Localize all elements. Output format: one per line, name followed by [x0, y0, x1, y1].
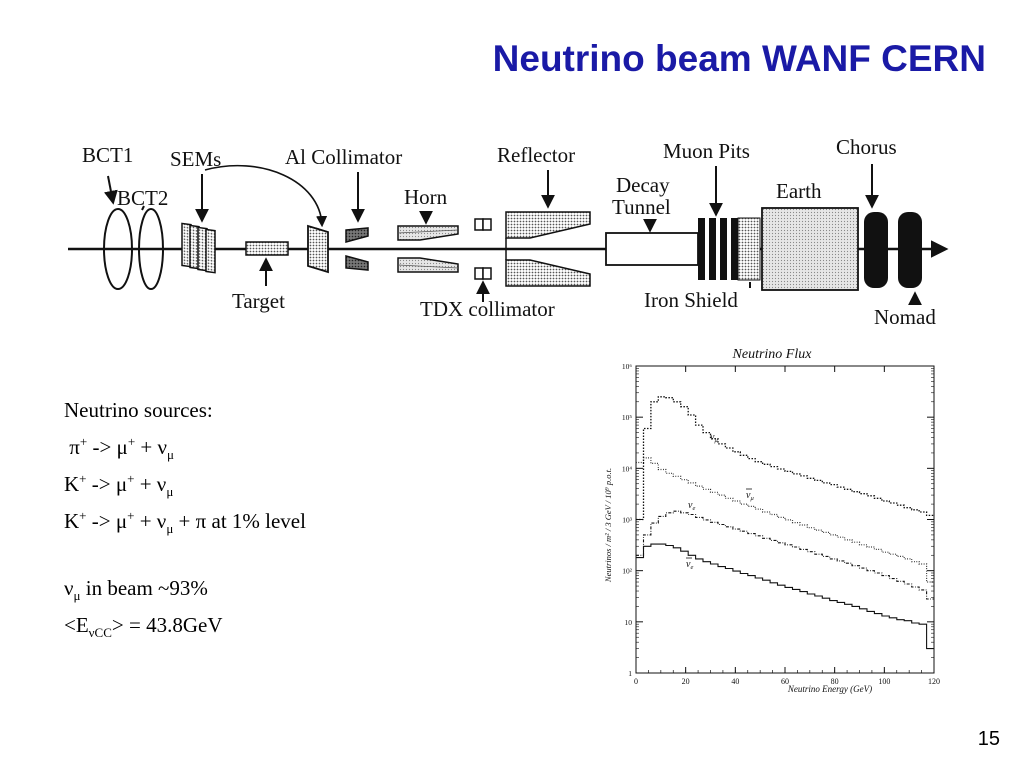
- decay-kaon: K+ -> μ+ + νμ: [64, 471, 174, 500]
- decay-label-2: Tunnel: [612, 195, 671, 219]
- chorus-detector: [864, 212, 888, 288]
- series-label: νμ: [710, 432, 718, 444]
- sems-label: SEMs: [170, 147, 221, 171]
- decay-pion: π+ -> μ+ + νμ: [69, 434, 174, 463]
- bct2-arrow: [141, 205, 145, 211]
- bct2-ring: [138, 208, 164, 290]
- iron-shield-label: Iron Shield: [644, 288, 738, 312]
- nomad-label: Nomad: [874, 305, 936, 329]
- page-number: 15: [977, 728, 1000, 750]
- x-tick-label: 100: [878, 677, 890, 686]
- y-tick-label: 1: [628, 669, 632, 678]
- y-tick-label: 10: [625, 618, 633, 627]
- bct1-ring: [103, 208, 133, 290]
- series-line: [636, 457, 934, 583]
- mean-energy: <EνCC> = 43.8GeV: [64, 613, 223, 641]
- beamline-diagram: BCT1 BCT2 SEMs Target Al Collimator Horn…: [68, 135, 949, 329]
- decay-kaon-pion: K+ -> μ+ + νμ + π at 1% level: [64, 508, 306, 537]
- al-collimator-bottom: [345, 255, 369, 271]
- bct2-label: BCT2: [117, 186, 168, 210]
- y-tick-label: 10³: [622, 516, 633, 525]
- bct1-label: BCT1: [82, 143, 133, 167]
- sem-block-2: [307, 224, 329, 274]
- series-label: νe: [686, 559, 693, 571]
- earth-label: Earth: [776, 179, 822, 203]
- al-collimator-top: [345, 227, 369, 243]
- al-collimator-label: Al Collimator: [285, 145, 402, 169]
- reflector-bottom: [505, 259, 591, 287]
- series-line: [636, 543, 934, 650]
- tdx-collimator-label: TDX collimator: [420, 297, 555, 321]
- target-label: Target: [232, 289, 285, 313]
- series-label: νμ: [746, 490, 754, 502]
- x-tick-label: 40: [731, 677, 739, 686]
- reflector-top: [505, 211, 591, 239]
- y-tick-label: 10⁴: [622, 464, 633, 473]
- neutrino-flux-chart: Neutrino Flux Neutrinos / m² / 3 GeV / 1…: [603, 347, 940, 694]
- tdx-collimator: [474, 218, 492, 280]
- bct1-arrow: [104, 175, 118, 205]
- chorus-label: Chorus: [836, 135, 897, 159]
- chart-title: Neutrino Flux: [732, 347, 813, 362]
- x-tick-label: 120: [928, 677, 940, 686]
- target: [245, 241, 289, 256]
- horn-label: Horn: [404, 185, 448, 209]
- slide-title: Neutrino beam WANF CERN: [492, 38, 986, 79]
- reflector-label: Reflector: [497, 143, 575, 167]
- decay-tunnel: [605, 232, 699, 266]
- sems-stack: [181, 222, 216, 274]
- x-tick-label: 60: [781, 677, 789, 686]
- x-tick-label: 0: [634, 677, 638, 686]
- y-tick-label: 10⁵: [622, 413, 633, 422]
- earth-block: [761, 207, 859, 291]
- series-line: [636, 396, 934, 521]
- plot-frame: [635, 365, 935, 674]
- series-label: νe: [688, 500, 695, 512]
- horn-top: [397, 225, 459, 241]
- iron-shield: [698, 217, 761, 281]
- chart-ylabel: Neutrinos / m² / 3 GeV / 10⁹ p.o.t.: [603, 468, 613, 583]
- decay-label-1: Decay: [616, 173, 670, 197]
- x-tick-label: 80: [831, 677, 839, 686]
- horn-bottom: [397, 257, 459, 273]
- series-line: [636, 510, 934, 600]
- sems-curve-arrow: [204, 164, 328, 228]
- y-tick-label: 10⁶: [622, 362, 633, 371]
- y-tick-label: 10²: [622, 567, 633, 576]
- beam-fraction: νμ in beam ~93%: [64, 576, 208, 604]
- nomad-detector: [898, 212, 922, 288]
- muon-pits-label: Muon Pits: [663, 139, 750, 163]
- neutrino-sources-text: Neutrino sources: π+ -> μ+ + νμ K+ -> μ+…: [64, 392, 306, 644]
- x-tick-label: 20: [682, 677, 690, 686]
- sources-heading: Neutrino sources:: [64, 398, 213, 422]
- chart-xlabel: Neutrino Energy (GeV): [787, 684, 872, 694]
